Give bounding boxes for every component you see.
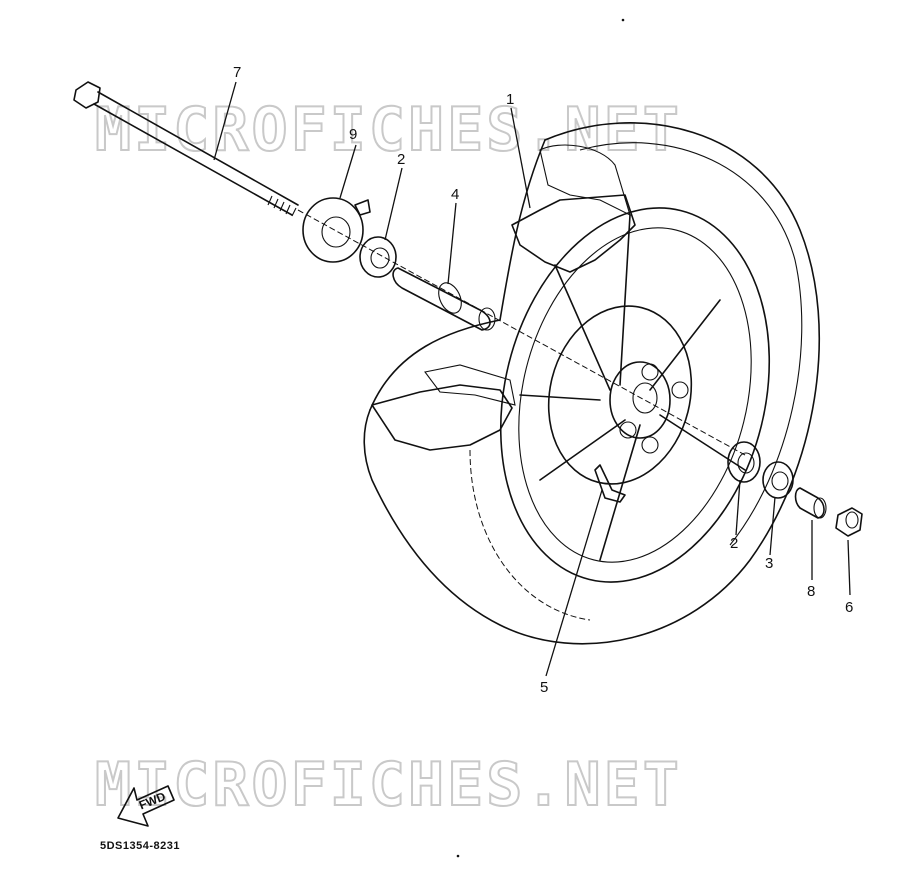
- leader-lines: [213, 81, 851, 677]
- bearing-left-inner: [370, 247, 390, 269]
- speck-2: [456, 854, 460, 858]
- callout-2-right: 2: [730, 535, 738, 552]
- watermark-bottom: MICROFICHES.NET: [95, 750, 682, 820]
- hub-ring: [547, 305, 693, 485]
- callout-2-left: 2: [397, 151, 405, 168]
- oil-seal: [762, 461, 794, 499]
- collar-right-body: [794, 487, 825, 519]
- tire-cutaway-top-inner: [539, 144, 631, 217]
- fwd-arrow-icon: [117, 785, 175, 827]
- bearing-right: [727, 441, 761, 483]
- collar-body: [392, 267, 491, 331]
- bearing-left: [359, 236, 397, 278]
- gear-unit-body: [302, 197, 364, 263]
- tire-tread-line: [579, 142, 803, 546]
- wheel-tire-assembly: [363, 122, 821, 645]
- cap-inner: [845, 511, 859, 529]
- valve-stem: [594, 464, 626, 503]
- collar-flange: [438, 282, 462, 314]
- spokes: [519, 214, 746, 561]
- axle-head: [73, 81, 101, 109]
- gear-unit-tab: [354, 199, 371, 216]
- tire-cutaway-top: [511, 194, 636, 273]
- hub-boss-4: [641, 436, 659, 454]
- callout-4: 4: [451, 186, 459, 203]
- hub-center: [609, 361, 671, 439]
- collar-right-end: [813, 497, 827, 519]
- callout-3: 3: [765, 555, 773, 572]
- rim-outer: [499, 207, 771, 583]
- bearing-right-outer: [727, 441, 761, 483]
- bearing-left-outer: [359, 236, 397, 278]
- callout-5: 5: [540, 679, 548, 696]
- axle-thread: [267, 195, 297, 217]
- axle-shaft-body: [93, 91, 299, 216]
- bearing-right-inner: [737, 452, 755, 474]
- callout-7: 7: [233, 64, 241, 81]
- tire-cutaway-bottom-inner: [424, 364, 516, 406]
- callout-1: 1: [506, 91, 514, 108]
- axle-shaft: [73, 81, 746, 456]
- hub-boss-1: [641, 363, 659, 381]
- collar-end: [478, 307, 496, 331]
- speck-1: [621, 18, 625, 22]
- hub-boss-2: [671, 381, 689, 399]
- watermark-top: MICROFICHES.NET: [95, 95, 682, 165]
- collar-right: [794, 487, 827, 519]
- tire-cutaway-bottom: [371, 384, 513, 451]
- callout-6: 6: [845, 599, 853, 616]
- tire-front-edge: [369, 139, 546, 411]
- tire-outline: [363, 122, 821, 645]
- hub-bore: [632, 382, 658, 414]
- rim-inner: [518, 227, 752, 563]
- diagram-code: 5DS1354-8231: [100, 840, 180, 852]
- axle-nut-cap: [835, 507, 863, 537]
- meter-gear-unit: [302, 197, 371, 263]
- axle-centerline: [297, 209, 746, 456]
- oil-seal-outer: [762, 461, 794, 499]
- gear-unit-inner: [321, 216, 351, 248]
- callout-9: 9: [349, 126, 357, 143]
- oil-seal-inner: [771, 471, 789, 491]
- callout-8: 8: [807, 583, 815, 600]
- collar-spacer: [392, 267, 496, 331]
- hub-boss-3: [619, 421, 637, 439]
- cap-body: [835, 507, 863, 537]
